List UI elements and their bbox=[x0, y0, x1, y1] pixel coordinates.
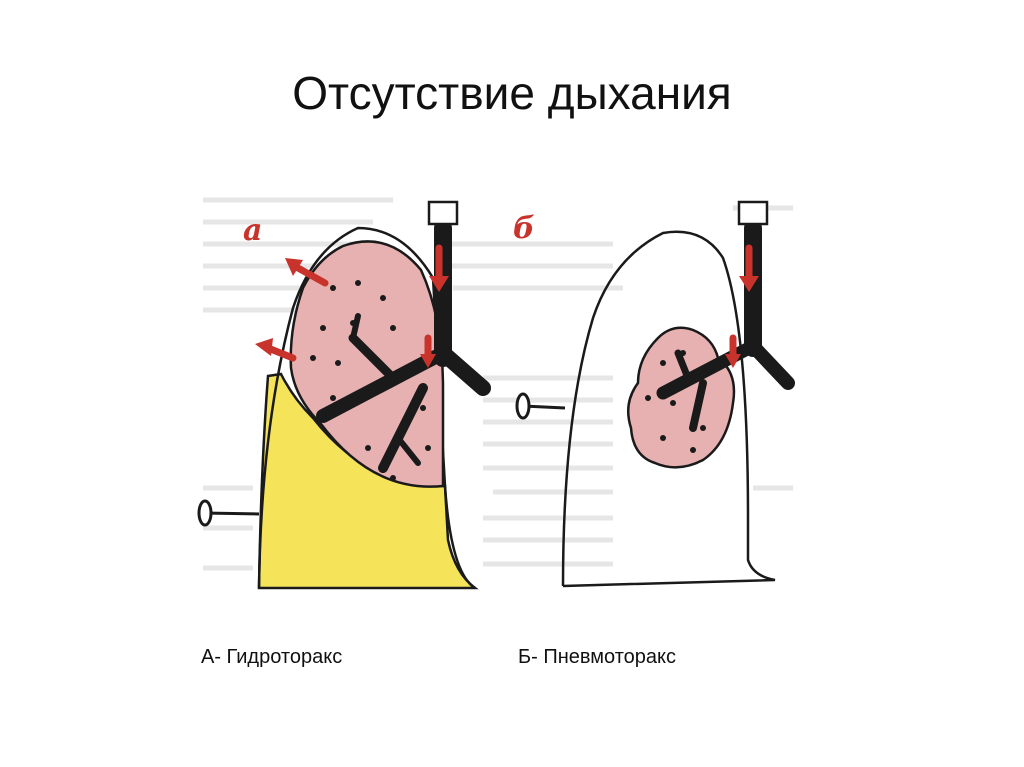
puncture-needle-b bbox=[515, 392, 566, 420]
lung-illustration: а bbox=[193, 188, 795, 592]
chest-wall-outline bbox=[257, 226, 476, 590]
panel-b-pneumothorax: б bbox=[513, 200, 795, 588]
caption-pneumothorax: Б- Пневмоторакс bbox=[518, 646, 676, 668]
chest-wall-outline bbox=[561, 230, 776, 588]
trachea-top-b bbox=[737, 200, 769, 226]
lung-alveoli-dots bbox=[645, 350, 706, 453]
slide-title: Отсутствие дыхания bbox=[292, 67, 732, 119]
trachea-bronchi-b bbox=[656, 219, 795, 432]
trachea-bronchi-a bbox=[316, 219, 491, 473]
panel-a-hydrothorax: а bbox=[197, 200, 491, 590]
collapsed-lung bbox=[626, 326, 736, 469]
trachea-top-a bbox=[427, 200, 459, 226]
panel-b-marker: б bbox=[513, 211, 535, 246]
pleural-fluid bbox=[257, 372, 479, 590]
panel-a-marker: а bbox=[243, 213, 262, 248]
arrow-heads-b bbox=[725, 276, 759, 368]
background-text-texture bbox=[203, 197, 793, 571]
outward-arrow-icon bbox=[294, 264, 329, 287]
puncture-needle-a bbox=[197, 499, 260, 527]
outward-arrow-icon bbox=[264, 344, 297, 362]
arrow-heads-a bbox=[255, 258, 449, 368]
lung-alveoli-dots bbox=[310, 280, 431, 481]
caption-hydrothorax: А- Гидроторакс bbox=[201, 646, 343, 668]
